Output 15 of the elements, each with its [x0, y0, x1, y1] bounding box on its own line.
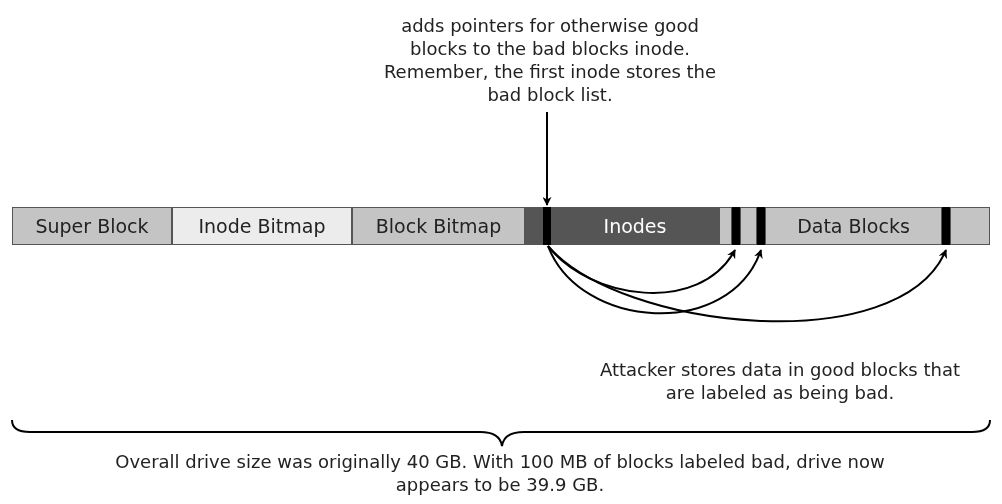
block-bitmap-segment: Block Bitmap [352, 207, 525, 245]
bad-block-stripe [757, 207, 765, 245]
inode-bitmap-segment: Inode Bitmap [172, 207, 352, 245]
bad-block-stripe [942, 207, 950, 245]
super-block-segment: Super Block [12, 207, 172, 245]
inodes-segment: Inodes [551, 207, 719, 245]
caption-text: Overall drive size was originally 40 GB. With 100 MB of blocks labeled bad, drive now appears to be 39.9 GB. [114, 450, 886, 496]
bad-block-stripe [732, 207, 740, 245]
annotation-text: Attacker stores data in good blocks that are labeled as being bad. [598, 358, 962, 404]
arrow [542, 111, 552, 206]
annotation-text: adds pointers for otherwise good blocks to the bad blocks inode. Remember, the first inode stores the bad block list. [370, 14, 730, 106]
arrow [547, 245, 947, 322]
bad-block-stripe [543, 207, 551, 245]
data-blocks-segment: Data Blocks [765, 207, 942, 245]
arrow [547, 245, 762, 315]
